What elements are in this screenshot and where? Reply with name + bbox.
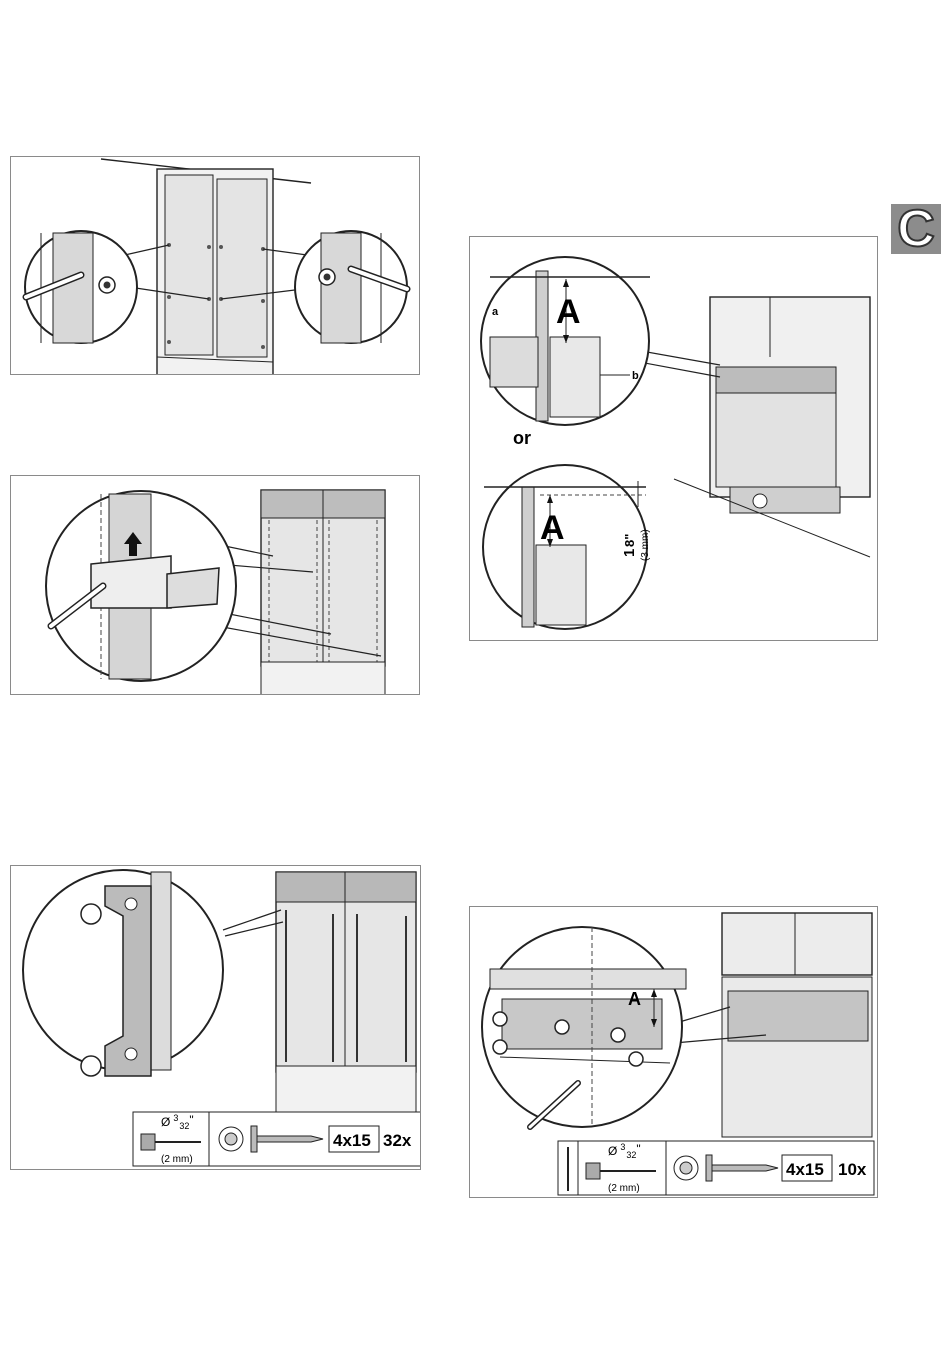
section-tab-letter: C — [897, 203, 935, 255]
or-text: or — [513, 428, 531, 448]
figure-clip-release — [10, 475, 420, 695]
screw-count: 10x — [838, 1160, 867, 1179]
door-height-adjust-drawing: A a b or A 1 8" (3 mm) — [470, 237, 878, 641]
label-a: a — [492, 306, 499, 318]
gap-metric: (3 mm) — [640, 529, 651, 561]
screw-size: 4x15 — [786, 1160, 824, 1179]
drill-metric: (2 mm) — [161, 1154, 193, 1165]
dimension-a-upper: A — [556, 293, 581, 331]
dimension-a-lower: A — [540, 509, 565, 547]
screw-count: 32x — [383, 1131, 412, 1150]
label-b: b — [632, 370, 639, 382]
gap-fraction-whole: 1 — [621, 549, 638, 557]
drill-metric: (2 mm) — [608, 1183, 640, 1194]
door-panel-screws-drawing — [11, 157, 420, 375]
dimension-a: A — [628, 989, 641, 1009]
section-tab-c: C — [891, 204, 941, 254]
figure-door-height-adjust: A a b or A 1 8" (3 mm) — [469, 236, 878, 641]
clip-release-drawing — [11, 476, 420, 695]
screw-size: 4x15 — [333, 1131, 371, 1150]
gap-fraction: 8" — [622, 534, 637, 547]
figure-door-panel-screws — [10, 156, 420, 375]
